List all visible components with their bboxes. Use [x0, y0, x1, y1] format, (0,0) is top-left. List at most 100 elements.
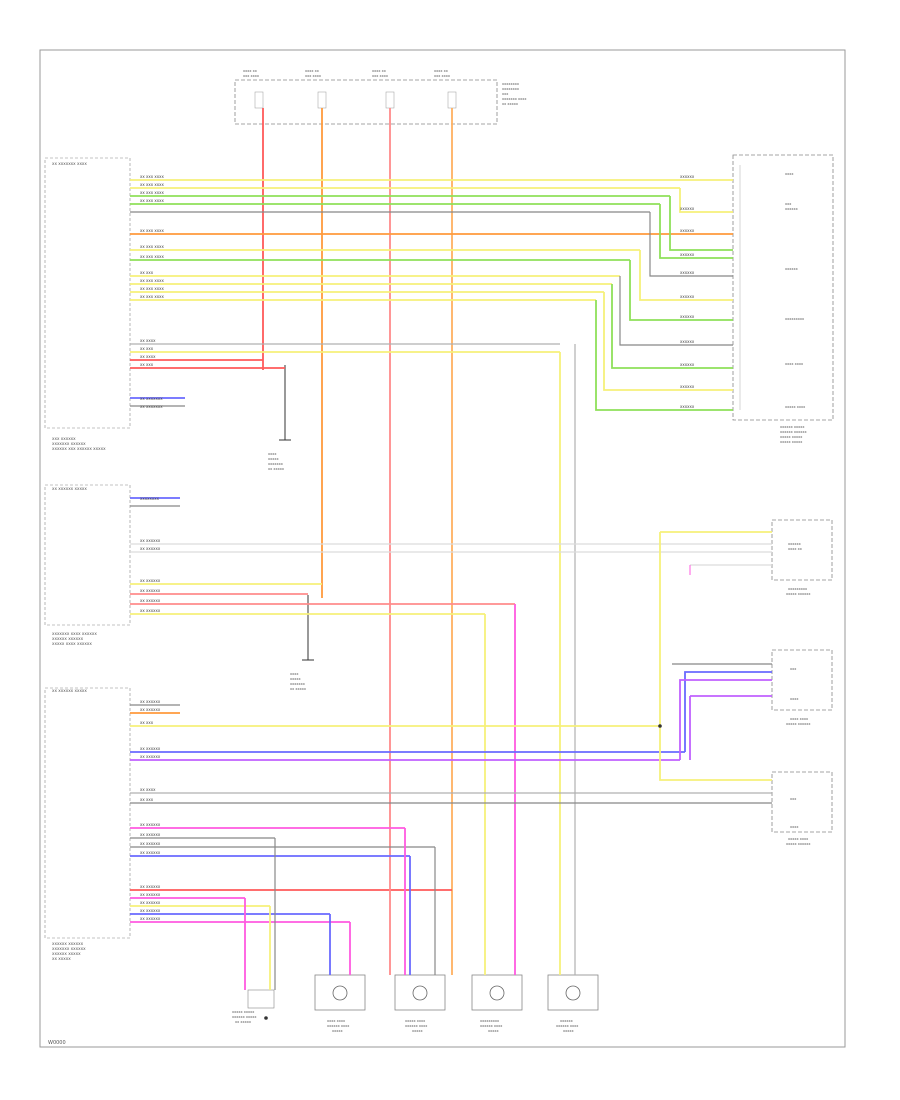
- svg-text:xxxxxx xxxxxx: xxxxxx xxxxxx: [52, 636, 84, 641]
- svg-text:xxxxx xxxx: xxxxx xxxx: [785, 405, 806, 409]
- svg-text:xxxxxx: xxxxxx: [680, 339, 695, 344]
- svg-text:xxx xxxxxx: xxx xxxxxx: [52, 436, 76, 441]
- svg-text:xxxxxx xxxx: xxxxxx xxxx: [556, 1024, 579, 1028]
- ground-symbol-2: xxxx xxxxx xxxxxxx xx xxxxx: [290, 595, 314, 691]
- svg-text:xxxx: xxxx: [790, 825, 799, 829]
- svg-text:xx xxxxxx: xx xxxxxx: [140, 699, 161, 704]
- svg-text:xxxxxx xxxxx: xxxxxx xxxxx: [52, 951, 81, 956]
- splice-dot: [658, 724, 662, 728]
- motor-driver: xxxxxx xxxxxx xxxx xxxxx: [547, 974, 599, 1033]
- svg-text:xxxxx xxxx xxxxxx: xxxxx xxxx xxxxxx: [52, 641, 92, 646]
- svg-text:xxxxxxx: xxxxxxx: [268, 462, 284, 466]
- svg-text:xxxx xx: xxxx xx: [434, 69, 449, 73]
- svg-text:xxx: xxx: [790, 667, 797, 671]
- svg-text:xxxxxx xxxxxx: xxxxxx xxxxxx: [52, 941, 84, 946]
- svg-text:xxxxxxx xxxxxx: xxxxxxx xxxxxx: [52, 946, 86, 951]
- fuse-3: xxxx xxxxx xxxx: [372, 69, 395, 109]
- left-rear-switch-block: xxx xxxx xxxx xxxx xxxxx xxxxxx: [771, 649, 833, 726]
- svg-text:xx xxx xxxx: xx xxx xxxx: [140, 294, 164, 299]
- svg-text:xx xxxxx: xx xxxxx: [290, 687, 307, 691]
- svg-text:xx xxx xxxx: xx xxx xxxx: [140, 190, 164, 195]
- footer-code: W0000: [48, 1040, 66, 1046]
- svg-text:xxxxxx: xxxxxx: [680, 384, 695, 389]
- svg-text:xxxxx xxxxx: xxxxx xxxxx: [780, 435, 803, 439]
- svg-text:xxxx: xxxx: [290, 672, 299, 676]
- svg-text:xx xxx: xx xxx: [140, 270, 154, 275]
- svg-text:xx xxxxxx: xx xxxxxx: [140, 538, 161, 543]
- svg-text:xxxxxxxxx: xxxxxxxxx: [480, 1019, 500, 1023]
- svg-text:xx xxxxxx xxxxx: xx xxxxxx xxxxx: [52, 486, 87, 491]
- left-module-1: xx xxxxxxx xxxx xxx xxxxxx xxxxxxx xxxxx…: [44, 157, 131, 451]
- svg-text:xx xxxxxx: xx xxxxxx: [140, 608, 161, 613]
- svg-text:xxxxxxxx: xxxxxxxx: [502, 87, 520, 91]
- svg-text:xx xxxxxx: xx xxxxxx: [140, 916, 161, 921]
- right-rear-switch-block: xxx xxxx xxxxx xxxx xxxxx xxxxxx: [771, 771, 833, 846]
- upper-harness: [130, 179, 733, 407]
- svg-text:xx xxxx: xx xxxx: [140, 787, 156, 792]
- svg-text:xx xxx: xx xxx: [140, 362, 154, 367]
- svg-text:xxxxx: xxxxx: [412, 1029, 424, 1033]
- svg-text:xxxxx xxxxx: xxxxx xxxxx: [780, 440, 803, 444]
- svg-text:xx xxxxxx: xx xxxxxx: [140, 850, 161, 855]
- svg-text:xx xxxxx: xx xxxxx: [502, 102, 519, 106]
- svg-text:xx xxx: xx xxx: [140, 720, 154, 725]
- svg-text:xx xxxxxx: xx xxxxxx: [140, 588, 161, 593]
- svg-text:xxxxx xxxx: xxxxx xxxx: [788, 837, 809, 841]
- svg-text:xxxxxxxx: xxxxxxxx: [502, 82, 520, 86]
- svg-text:xx xxx xxxx: xx xxx xxxx: [140, 174, 164, 179]
- svg-text:xxxx xx: xxxx xx: [372, 69, 387, 73]
- motor-left-rear: xxxx xxxx xxxxxx xxxx xxxxx: [314, 974, 366, 1033]
- svg-text:xxxxxxxx: xxxxxxxx: [140, 496, 160, 501]
- left-module-2: xx xxxxxx xxxxx xxxxxxx xxxx xxxxxx xxxx…: [44, 484, 131, 646]
- svg-text:xxxxxx: xxxxxx: [785, 267, 799, 271]
- svg-text:xxxxxx xxx xxxxxx xxxxx: xxxxxx xxx xxxxxx xxxxx: [52, 446, 106, 451]
- ground-symbol-1: xxxx xxxxx xxxxxxx xx xxxxx: [268, 365, 291, 471]
- svg-text:xx xxxx: xx xxxx: [140, 354, 156, 359]
- svg-text:xxxxxx xxxxx: xxxxxx xxxxx: [232, 1015, 257, 1019]
- svg-text:xxxx xxxx: xxxx xxxx: [785, 362, 804, 366]
- svg-text:xx xxxxxx: xx xxxxxx: [140, 754, 161, 759]
- svg-text:xx xxxxxx: xx xxxxxx: [140, 841, 161, 846]
- svg-text:xx xxx: xx xxx: [140, 346, 154, 351]
- svg-text:xxxx: xxxx: [790, 697, 799, 701]
- svg-text:xxxxxx: xxxxxx: [680, 206, 695, 211]
- svg-text:xxxxxx: xxxxxx: [788, 542, 802, 546]
- svg-text:xxxxxx: xxxxxx: [680, 252, 695, 257]
- svg-text:xx xxxxxxx: xx xxxxxxx: [140, 404, 163, 409]
- svg-text:xx xxxxxx: xx xxxxxx: [140, 884, 161, 889]
- svg-text:xx xxxxxx: xx xxxxxx: [140, 707, 161, 712]
- svg-text:xxxxx: xxxxx: [563, 1029, 575, 1033]
- svg-text:xxxxxx: xxxxxx: [680, 294, 695, 299]
- fuse-2: xxxx xxxxx xxxx: [305, 69, 327, 109]
- svg-text:xxxxxx xxxx: xxxxxx xxxx: [327, 1024, 350, 1028]
- svg-text:xxxxxx xxxxx: xxxxxx xxxxx: [780, 425, 805, 429]
- svg-text:xxxx xx: xxxx xx: [788, 547, 803, 551]
- left-module-3: xx xxxxxx xxxxx xxxxxx xxxxxx xxxxxxx xx…: [44, 687, 131, 961]
- svg-text:xx xxxxxxx: xx xxxxxxx: [140, 396, 163, 401]
- svg-text:xxxxx: xxxxx: [290, 677, 302, 681]
- splice-dot: [264, 1016, 268, 1020]
- svg-text:xx xxxxxx: xx xxxxxx: [140, 832, 161, 837]
- svg-text:xxx xxxx: xxx xxxx: [372, 74, 389, 78]
- svg-text:xx xxx xxxx: xx xxx xxxx: [140, 182, 164, 187]
- svg-text:xx xxxxxx: xx xxxxxx: [140, 546, 161, 551]
- svg-text:xxx: xxx: [790, 797, 797, 801]
- svg-text:xx xxxxxxx xxxx: xx xxxxxxx xxxx: [52, 161, 87, 166]
- svg-text:xxx xxxx: xxx xxxx: [243, 74, 260, 78]
- svg-text:xxxxxxx xxxx xxxxxx: xxxxxxx xxxx xxxxxx: [52, 631, 97, 636]
- svg-text:xxxxx xxxxxx: xxxxx xxxxxx: [786, 592, 811, 596]
- svg-text:xxxxx: xxxxx: [268, 457, 280, 461]
- svg-text:xxx xxxx: xxx xxxx: [305, 74, 322, 78]
- svg-text:xxx xxxx: xxx xxxx: [434, 74, 451, 78]
- fuse-4: xxxx xxxxx xxxx: [434, 69, 457, 109]
- diagram-border: [39, 49, 846, 1048]
- svg-text:xx xxxxxx: xx xxxxxx: [140, 578, 161, 583]
- svg-text:xxxxxx xxxx: xxxxxx xxxx: [480, 1024, 503, 1028]
- svg-text:xx xxxxxx: xx xxxxxx: [140, 598, 161, 603]
- svg-text:xxxx xx: xxxx xx: [305, 69, 320, 73]
- svg-text:xxxxxx: xxxxxx: [680, 228, 695, 233]
- svg-text:xx xxx xxxx: xx xxx xxxx: [140, 228, 164, 233]
- svg-text:xx xxxxxx: xx xxxxxx: [140, 822, 161, 827]
- wire-codes: xx xxx xxxx xx xxx xxxx xx xxx xxxx xx x…: [140, 174, 695, 921]
